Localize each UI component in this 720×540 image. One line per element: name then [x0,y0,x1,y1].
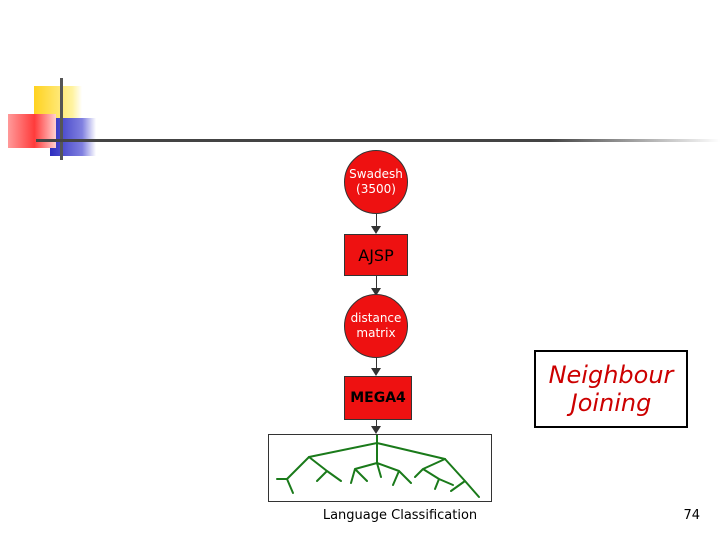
ornament-red-square [8,114,56,148]
swadesh-label-line1: Swadesh [349,167,403,181]
tree-right-clade [414,458,480,498]
ajsp-node: AJSP [344,234,408,276]
ornament-vertical-line [60,78,63,160]
swadesh-label-line2: (3500) [356,182,396,196]
distance-matrix-node: distance matrix [344,294,408,358]
distance-label-line1: distance [350,311,402,325]
arrowhead-distance-mega [371,368,381,376]
distance-label-line2: matrix [356,326,396,340]
arrowhead-swadesh-ajsp [371,226,381,234]
arrow-ajsp-distance [376,276,377,290]
swadesh-node: Swadesh (3500) [344,150,408,214]
ajsp-label: AJSP [358,245,394,265]
slide-ornament [0,0,720,200]
page-number: 74 [683,508,700,523]
phylogenetic-tree [276,435,480,498]
tree-frame [268,434,492,502]
arrowhead-ajsp-distance [371,288,381,296]
title-underline [36,139,720,142]
output-caption: Language Classification [322,508,478,523]
arrow-swadesh-ajsp [376,214,377,228]
method-line1: Neighbour [548,361,674,389]
tree-left-clade [276,456,342,494]
ornament-blue-square [50,118,96,156]
arrow-distance-mega [376,358,377,370]
mega4-label: MEGA4 [350,390,406,406]
arrow-mega-tree [376,420,377,428]
mega4-node: MEGA4 [344,376,412,420]
neighbour-joining-box: Neighbour Joining [534,350,688,428]
tree-middle-clade [350,442,412,486]
method-line2: Joining [570,389,652,417]
arrowhead-mega-tree [371,426,381,434]
